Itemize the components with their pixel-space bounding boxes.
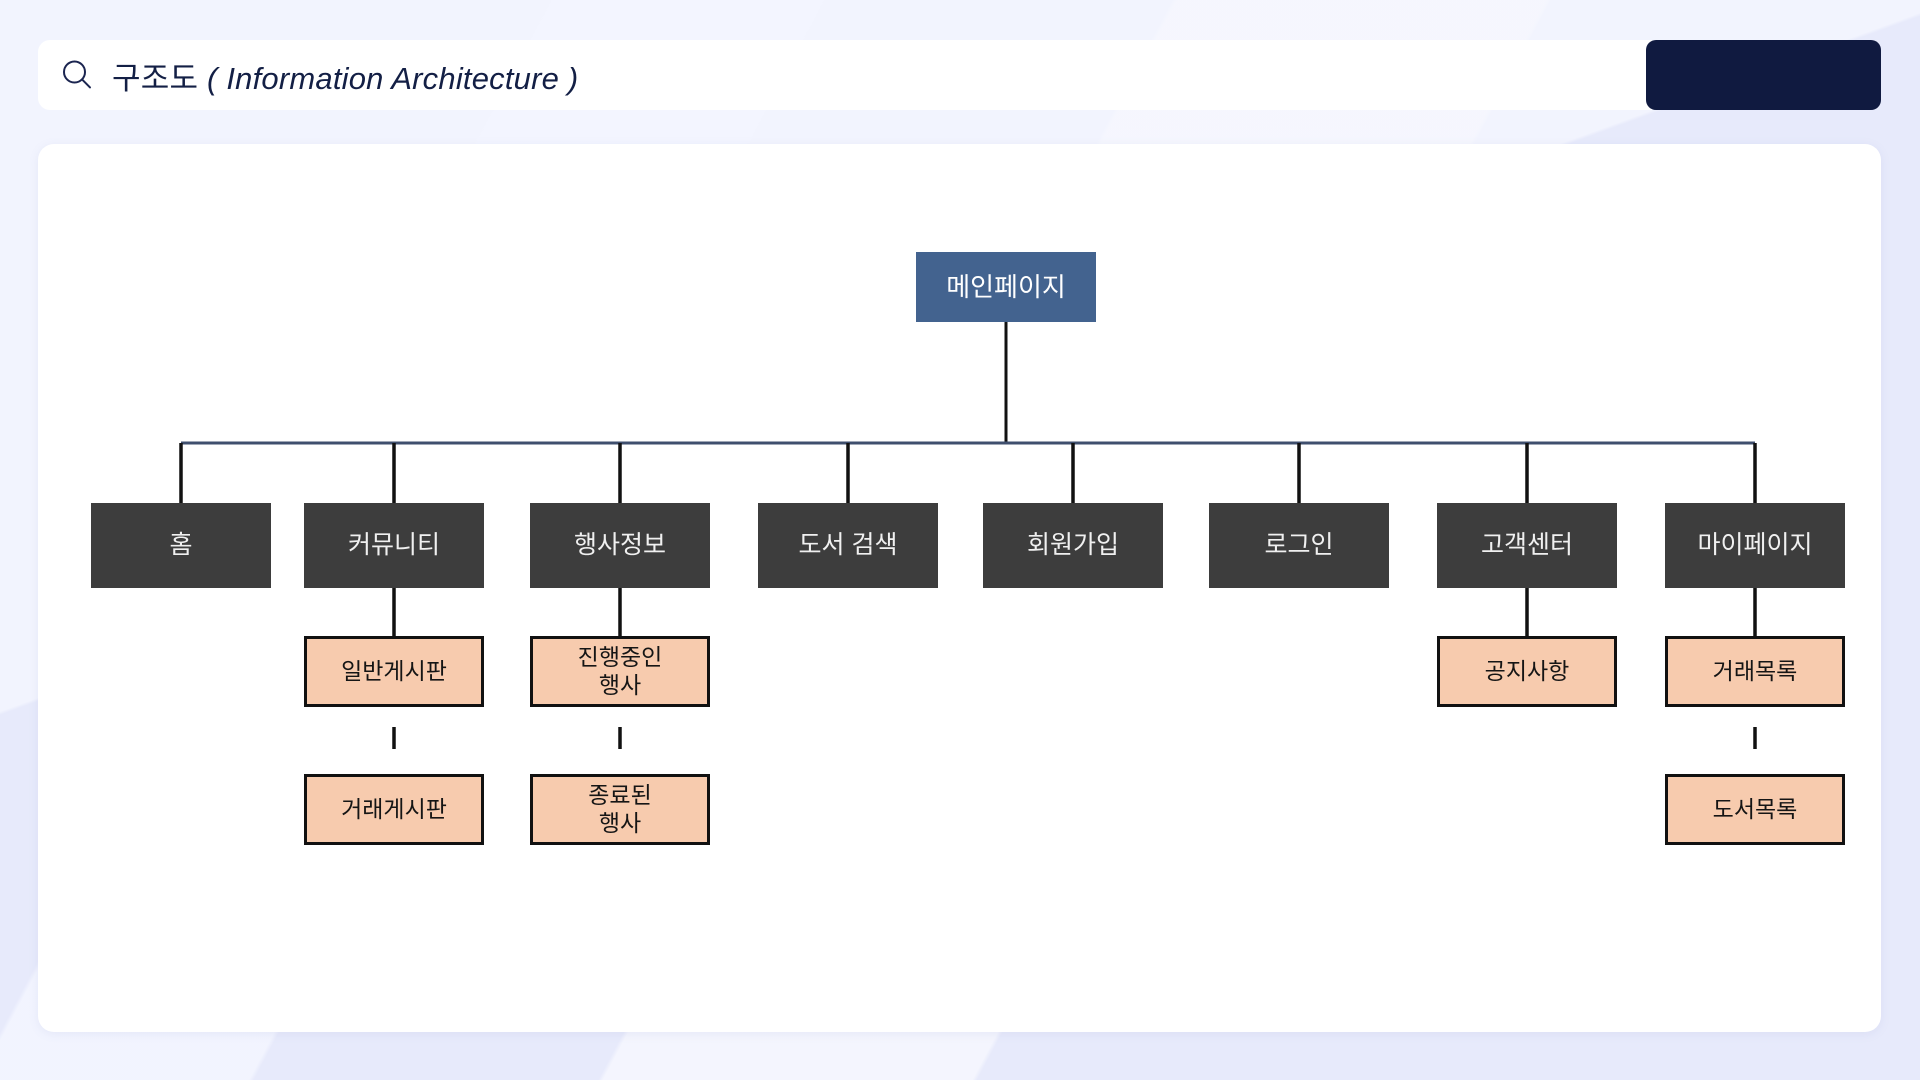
title-search-field[interactable]: 구조도 ( Information Architecture ) [38,40,1652,110]
node-book-list[interactable]: 도서목록 [1665,774,1845,845]
node-community[interactable]: 커뮤니티 [304,503,484,588]
search-icon [63,60,91,89]
node-book-search[interactable]: 도서 검색 [758,503,938,588]
page-title-korean: 구조도 [112,60,199,96]
node-main-page[interactable]: 메인페이지 [916,252,1096,322]
node-trade-list[interactable]: 거래목록 [1665,636,1845,707]
header-bar: 구조도 ( Information Architecture ) [38,40,1881,110]
diagram-card: 메인페이지 홈 커뮤니티 행사정보 도서 검색 회원가입 로그인 고객센터 마이… [38,144,1881,1032]
node-notice[interactable]: 공지사항 [1437,636,1617,707]
diagram-connectors [179,322,1757,749]
information-architecture-diagram: 메인페이지 홈 커뮤니티 행사정보 도서 검색 회원가입 로그인 고객센터 마이… [38,144,1881,1032]
node-general-board[interactable]: 일반게시판 [304,636,484,707]
node-ongoing-event[interactable]: 진행중인 행사 [530,636,710,707]
node-trade-board[interactable]: 거래게시판 [304,774,484,845]
node-customer-center[interactable]: 고객센터 [1437,503,1617,588]
node-ended-event[interactable]: 종료된 행사 [530,774,710,845]
node-mypage[interactable]: 마이페이지 [1665,503,1845,588]
header-action-block[interactable] [1646,40,1881,110]
node-event-info[interactable]: 행사정보 [530,503,710,588]
page-title-english: ( Information Architecture ) [207,60,579,96]
page-title: 구조도 ( Information Architecture ) [112,53,578,98]
node-login[interactable]: 로그인 [1209,503,1389,588]
node-home[interactable]: 홈 [91,503,271,588]
node-signup[interactable]: 회원가입 [983,503,1163,588]
